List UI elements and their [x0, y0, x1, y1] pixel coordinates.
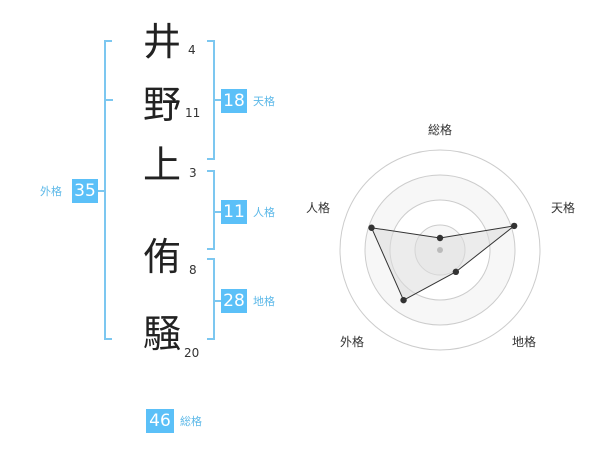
soukaku-value: 46 [146, 409, 174, 433]
jinkaku-bracket [207, 170, 215, 250]
stroke-count-1: 4 [188, 43, 196, 57]
jinkaku-value: 11 [221, 200, 247, 224]
gaikaku-label: 外格 [40, 185, 62, 198]
radar-label-top: 総格 [428, 122, 452, 137]
name-char-3: 上 [142, 143, 181, 187]
gaikaku-bracket [104, 40, 112, 340]
tenkaku-connector [214, 99, 222, 101]
radar-label-right: 天格 [551, 200, 575, 215]
chikaku-connector [214, 300, 222, 302]
radar-label-bottom-right: 地格 [512, 334, 536, 349]
jinkaku-connector [214, 211, 222, 213]
radar-center [437, 247, 443, 253]
name-char-4: 侑 [142, 235, 181, 279]
stroke-count-4: 8 [189, 263, 197, 277]
gaikaku-value: 35 [72, 179, 98, 203]
radar-label-bottom-left: 外格 [340, 334, 364, 349]
chikaku-label: 地格 [253, 295, 275, 308]
name-char-1: 井 [142, 20, 181, 64]
chikaku-value: 28 [221, 289, 247, 313]
radar-points [368, 222, 518, 304]
radar-point [510, 222, 518, 230]
gaikaku-bracket-connector [97, 190, 105, 192]
chikaku-bracket [207, 258, 215, 340]
tenkaku-value: 18 [221, 89, 247, 113]
stroke-count-5: 20 [184, 346, 200, 360]
radar-polygon [370, 225, 517, 301]
radar-point [436, 234, 444, 242]
tenkaku-label: 天格 [253, 95, 275, 108]
soukaku-label: 総格 [180, 415, 202, 428]
stroke-count-3: 3 [189, 166, 197, 180]
jinkaku-label: 人格 [253, 206, 275, 219]
radar-point [400, 296, 407, 304]
name-char-2: 野 [142, 83, 181, 127]
gaikaku-bracket-mid-tick [104, 99, 113, 101]
name-char-5: 騒 [142, 312, 181, 356]
radar-label-left: 人格 [306, 200, 330, 215]
radar-point [368, 224, 375, 231]
radar-point [452, 268, 460, 276]
stroke-count-2: 11 [185, 106, 201, 120]
